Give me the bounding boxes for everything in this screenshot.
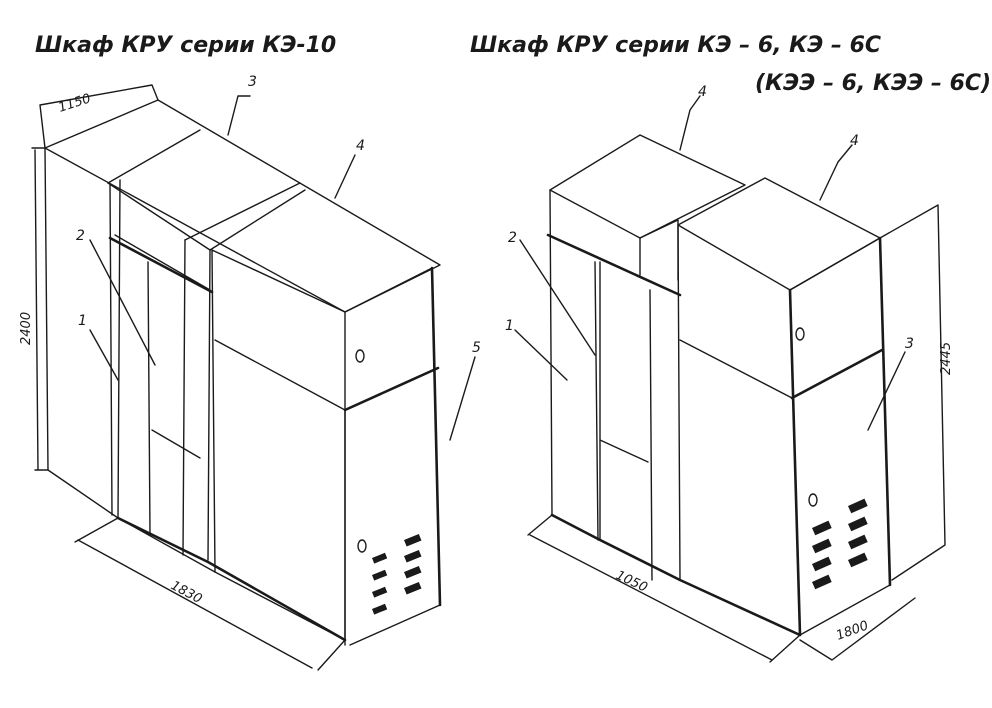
left-leader-lines — [89, 95, 476, 441]
right-dim-height: 2445 — [939, 342, 954, 375]
right-door-handle-upper — [795, 327, 805, 341]
right-label-1: 1 — [505, 318, 514, 334]
left-cabinet-edges — [108, 236, 442, 642]
left-cabinet-figure: Шкаф КРУ серии КЭ-10 — [19, 33, 481, 671]
left-title: Шкаф КРУ серии КЭ-10 — [35, 33, 336, 58]
right-label-4-side: 4 — [850, 133, 859, 149]
right-dim-depth: 1800 — [834, 618, 870, 643]
left-vent-grille — [371, 534, 422, 615]
right-dimension-lines — [527, 204, 946, 663]
right-label-4-top: 4 — [698, 84, 707, 100]
right-cabinet-figure: Шкаф КРУ серии КЭ – 6, КЭ – 6С (КЭЭ – 6,… — [470, 33, 991, 663]
left-dim-width: 1830 — [168, 578, 204, 607]
left-label-2: 2 — [76, 228, 85, 244]
left-label-3: 3 — [248, 74, 257, 90]
right-title: Шкаф КРУ серии КЭ – 6, КЭ – 6С — [470, 33, 881, 58]
left-door-handle-lower — [357, 539, 367, 553]
right-subtitle: (КЭЭ – 6, КЭЭ – 6С) — [755, 71, 991, 96]
right-label-2: 2 — [508, 230, 517, 246]
left-door-handle-upper — [355, 349, 365, 363]
left-dim-height: 2400 — [19, 312, 34, 345]
right-cabinet-body — [547, 134, 891, 636]
right-door-handle-lower — [808, 493, 818, 507]
left-cabinet-body — [44, 99, 441, 646]
left-label-1: 1 — [78, 313, 87, 329]
right-leader-lines — [514, 95, 906, 431]
left-dimension-lines — [31, 84, 346, 671]
right-dim-width: 1050 — [613, 568, 649, 596]
right-vent-grille — [812, 498, 868, 590]
left-dim-depth: 1150 — [57, 91, 93, 115]
left-label-5: 5 — [472, 340, 481, 356]
right-label-3: 3 — [905, 336, 914, 352]
left-label-4: 4 — [356, 138, 365, 154]
right-cabinet-edges — [546, 233, 892, 637]
